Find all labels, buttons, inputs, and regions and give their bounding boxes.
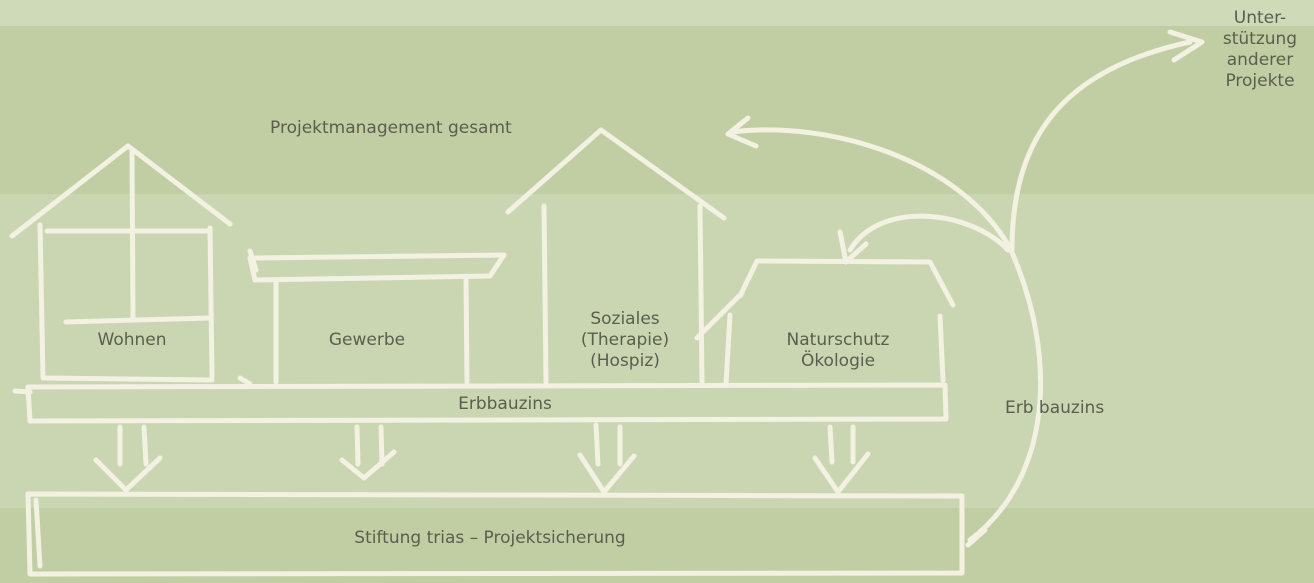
erbbauzins-bar	[12, 382, 949, 424]
soziales-label: Soziales (Therapie) (Hospiz)	[580, 309, 670, 371]
projektmanagement-label: Projektmanagement gesamt	[270, 118, 512, 138]
background-band-middle	[0, 194, 1314, 508]
gewerbe-label: Gewerbe	[328, 330, 406, 350]
house-gewerbe	[237, 248, 507, 387]
erbbauzins-label: Erbbauzins	[458, 394, 552, 414]
background-band-top	[0, 0, 1314, 26]
house-wohnen	[9, 143, 233, 383]
erb-bauzins-flow-arrows	[725, 29, 1205, 543]
down-arrows	[93, 422, 871, 495]
stiftung-label: Stiftung trias – Projektsicherung	[354, 528, 626, 548]
naturschutz-label: Naturschutz Ökologie	[786, 330, 890, 371]
erb-bauzins-label: Erb bauzins	[1005, 398, 1105, 418]
wohnen-label: Wohnen	[97, 330, 167, 350]
background-band-bottom	[0, 508, 1314, 583]
background-band-dark	[0, 26, 1314, 194]
unterstuetzung-label: Unter- stützung anderer Projekte	[1222, 8, 1298, 91]
house-soziales	[505, 127, 727, 385]
